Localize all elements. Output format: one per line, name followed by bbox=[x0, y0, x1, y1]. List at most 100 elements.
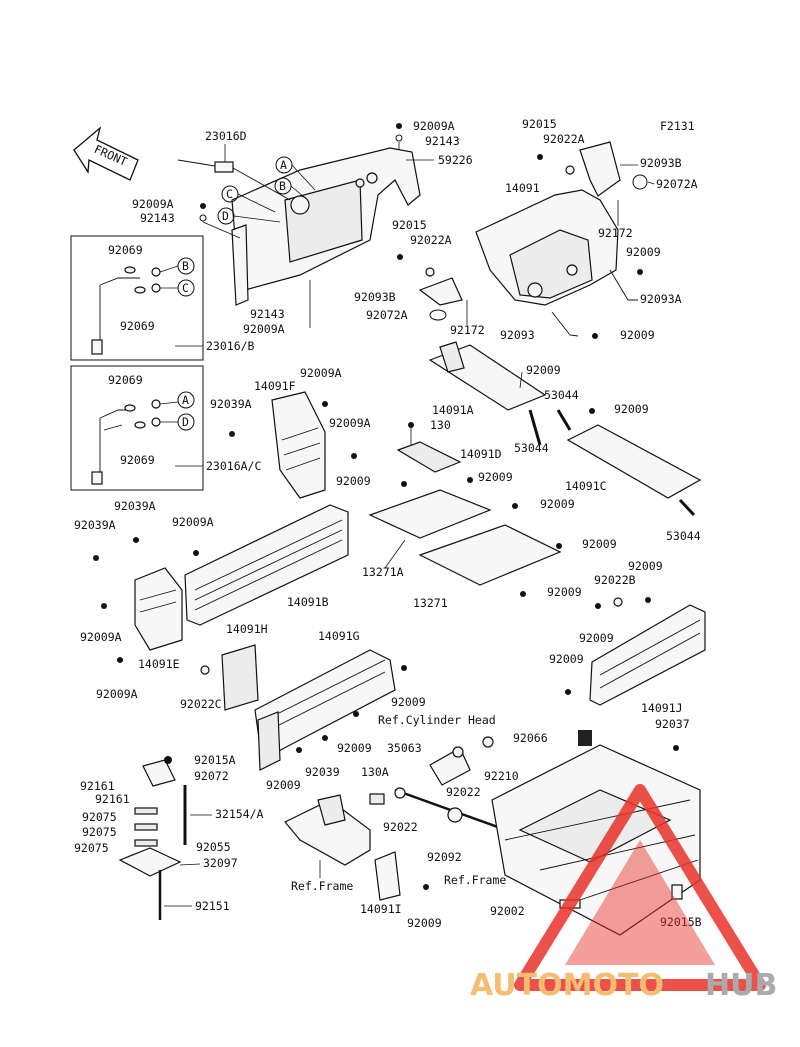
part-13271A bbox=[368, 489, 492, 539]
label-92075-3: 92075 bbox=[74, 841, 109, 855]
label-14091B: 14091B bbox=[287, 595, 329, 609]
figure-code: F2131 bbox=[660, 119, 695, 133]
label-92009-8: 92009 bbox=[582, 537, 617, 551]
label-92072A-2: 92072A bbox=[366, 308, 408, 322]
label-92009A-4: 92009A bbox=[300, 366, 342, 380]
label-92072A-1: 92072A bbox=[656, 177, 698, 191]
label-92009-3: 92009 bbox=[526, 363, 561, 377]
label-92009-14: 92009 bbox=[391, 695, 426, 709]
label-92069-b2a: 92069 bbox=[108, 373, 143, 387]
label-53044-1: 53044 bbox=[544, 388, 579, 402]
label-92161-2: 92161 bbox=[95, 792, 130, 806]
box-23016-B bbox=[70, 235, 204, 361]
label-92039A-1: 92039A bbox=[210, 397, 252, 411]
label-92009-11: 92009 bbox=[628, 559, 663, 573]
label-92022-1: 92022 bbox=[446, 785, 481, 799]
svg-text:B: B bbox=[279, 179, 286, 193]
label-92022C: 92022C bbox=[180, 697, 222, 711]
label-92015A: 92015A bbox=[194, 753, 236, 767]
label-23016B: 23016/B bbox=[206, 339, 255, 353]
label-32154A: 32154/A bbox=[215, 807, 264, 821]
label-92210: 92210 bbox=[484, 769, 519, 783]
label-13271: 13271 bbox=[413, 596, 448, 610]
connector-23016D bbox=[177, 159, 291, 201]
front-arrow: FRONT bbox=[73, 126, 139, 181]
panel-14091B bbox=[184, 504, 349, 626]
bracket-14091I bbox=[374, 851, 401, 901]
panel-14091J bbox=[589, 604, 706, 706]
callout-D-1: D bbox=[217, 207, 281, 225]
label-92066: 92066 bbox=[513, 731, 548, 745]
label-92009A-8: 92009A bbox=[96, 687, 138, 701]
callout-D-2: D bbox=[160, 413, 195, 431]
label-92015-2: 92015 bbox=[392, 218, 427, 232]
label-92009-5: 92009 bbox=[336, 474, 371, 488]
label-35063: 35063 bbox=[387, 741, 422, 755]
label-ref-cylinder-head: Ref.Cylinder Head bbox=[378, 713, 496, 727]
callout-A-2: A bbox=[159, 391, 195, 409]
label-92151: 92151 bbox=[195, 899, 230, 913]
watermark-logo: AUTOMOTO HUB bbox=[470, 784, 777, 1003]
label-92143-3: 92143 bbox=[250, 307, 285, 321]
label-92022A-1: 92022A bbox=[543, 132, 585, 146]
label-92009-13: 92009 bbox=[549, 652, 584, 666]
label-92039: 92039 bbox=[305, 765, 340, 779]
panel-14091C bbox=[566, 424, 702, 499]
part-13271 bbox=[418, 524, 562, 586]
panel-14091 bbox=[475, 141, 621, 306]
callout-B-1: B bbox=[274, 177, 306, 199]
label-92161-1: 92161 bbox=[80, 779, 115, 793]
callout-C-2: C bbox=[160, 279, 195, 297]
label-92009-2: 92009 bbox=[620, 328, 655, 342]
svg-text:B: B bbox=[182, 259, 189, 273]
label-32097: 32097 bbox=[203, 856, 238, 870]
panel-14091A bbox=[428, 341, 547, 411]
label-14091H: 14091H bbox=[226, 622, 268, 636]
label-14091C: 14091C bbox=[565, 479, 607, 493]
callout-B-2: B bbox=[159, 257, 195, 275]
label-92009-7: 92009 bbox=[540, 497, 575, 511]
label-92009-12: 92009 bbox=[579, 631, 614, 645]
label-92075-2: 92075 bbox=[82, 825, 117, 839]
label-14091F: 14091F bbox=[254, 379, 296, 393]
label-92039A-2: 92039A bbox=[114, 499, 156, 513]
svg-text:C: C bbox=[226, 187, 233, 201]
label-92092: 92092 bbox=[427, 850, 462, 864]
label-92143-1: 92143 bbox=[140, 211, 175, 225]
label-14091J: 14091J bbox=[641, 701, 683, 715]
label-23016D: 23016D bbox=[205, 129, 247, 143]
label-92009-6: 92009 bbox=[478, 470, 513, 484]
panel-14091G bbox=[254, 649, 396, 771]
label-92009A-1: 92009A bbox=[132, 197, 174, 211]
label-130: 130 bbox=[430, 418, 451, 432]
svg-text:A: A bbox=[280, 158, 287, 172]
label-ref-frame-2: Ref.Frame bbox=[444, 873, 506, 887]
label-92072: 92072 bbox=[194, 769, 229, 783]
label-92022-2: 92022 bbox=[383, 820, 418, 834]
label-92002: 92002 bbox=[490, 904, 525, 918]
label-92172-1: 92172 bbox=[598, 226, 633, 240]
label-92093B-1: 92093B bbox=[640, 156, 682, 170]
label-53044-2: 53044 bbox=[514, 441, 549, 455]
label-92009A-6: 92009A bbox=[172, 515, 214, 529]
label-92009-16: 92009 bbox=[266, 778, 301, 792]
svg-text:A: A bbox=[182, 393, 189, 407]
label-92015-1: 92015 bbox=[522, 117, 557, 131]
label-14091G: 14091G bbox=[318, 629, 360, 643]
label-92172-2: 92172 bbox=[450, 323, 485, 337]
label-92093: 92093 bbox=[500, 328, 535, 342]
panel-14091E bbox=[134, 567, 183, 651]
label-92009-15: 92009 bbox=[337, 741, 372, 755]
label-53044-3: 53044 bbox=[666, 529, 701, 543]
label-ref-frame-1: Ref.Frame bbox=[291, 879, 353, 893]
label-92009A-7: 92009A bbox=[80, 630, 122, 644]
panel-14091F bbox=[271, 391, 326, 499]
label-92075-1: 92075 bbox=[82, 810, 117, 824]
label-92009-1: 92009 bbox=[626, 245, 661, 259]
label-14091D: 14091D bbox=[460, 447, 502, 461]
watermark-text-hub: HUB bbox=[705, 968, 777, 1003]
label-23016AC: 23016A/C bbox=[206, 459, 261, 473]
label-92093B-2: 92093B bbox=[354, 290, 396, 304]
assembly-32097 bbox=[118, 756, 187, 920]
